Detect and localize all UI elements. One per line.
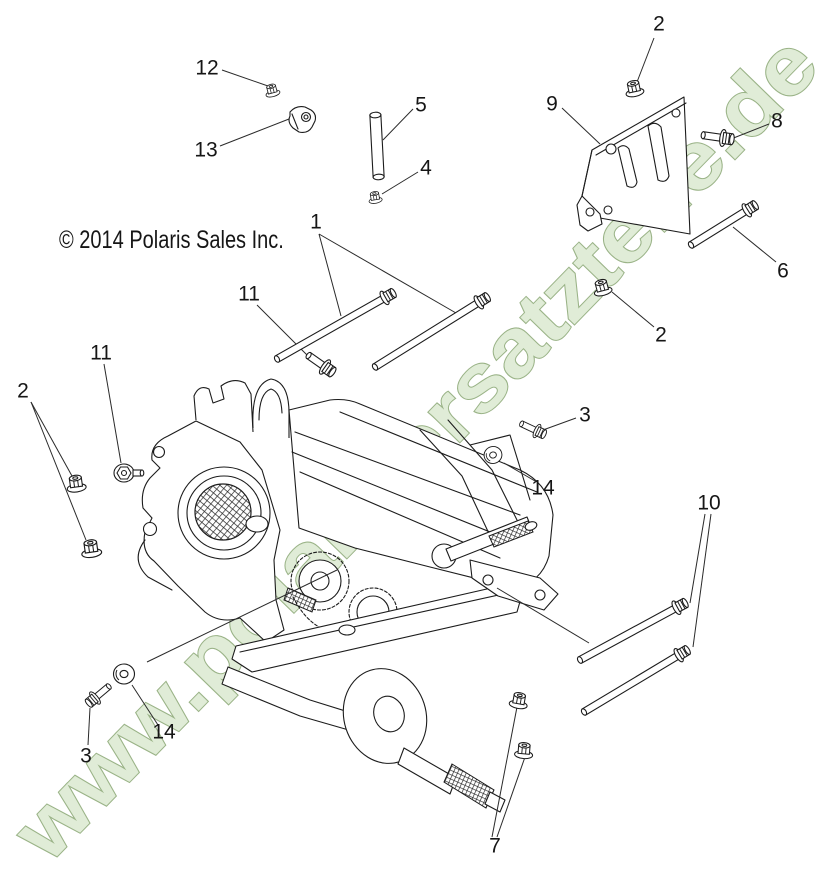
leader-line bbox=[103, 363, 122, 464]
transmission-gearcase-drawing bbox=[137, 378, 559, 813]
leader-line bbox=[30, 401, 73, 477]
flange-nut-4 bbox=[368, 191, 383, 204]
leader-line bbox=[491, 706, 518, 838]
copyright-text: © 2014 Polaris Sales Inc. bbox=[59, 226, 284, 254]
flange-bolt-8 bbox=[700, 129, 735, 147]
callout-9: 9 bbox=[546, 92, 558, 116]
callout-3: 3 bbox=[579, 403, 591, 427]
callout-2: 2 bbox=[655, 323, 667, 347]
flange-nut-7 bbox=[514, 742, 534, 760]
callout-12: 12 bbox=[195, 56, 219, 80]
flange-nut-2 bbox=[81, 539, 103, 559]
leader-line bbox=[221, 69, 269, 87]
long-bolt-10 bbox=[576, 597, 689, 664]
callout-10: 10 bbox=[697, 491, 721, 515]
leader-line bbox=[496, 756, 526, 838]
callout-13: 13 bbox=[194, 138, 218, 162]
leader-line bbox=[381, 171, 419, 195]
callout-14: 14 bbox=[152, 720, 176, 744]
callout-14: 14 bbox=[531, 476, 555, 500]
hardware-parts bbox=[66, 79, 759, 760]
flange-bolt-3 bbox=[519, 420, 548, 440]
callout-4: 4 bbox=[420, 156, 432, 180]
flange-bolt-3 bbox=[84, 683, 112, 708]
leader-line bbox=[732, 226, 777, 263]
leader-line bbox=[219, 118, 290, 147]
leader-lines bbox=[30, 37, 777, 838]
washer-14 bbox=[112, 663, 136, 685]
leader-line bbox=[503, 462, 536, 482]
leader-line bbox=[382, 108, 414, 141]
flange-bolt-11 bbox=[305, 351, 337, 378]
leader-line bbox=[730, 123, 770, 140]
callout-7: 7 bbox=[489, 834, 501, 858]
assembly-axis-line bbox=[146, 569, 338, 663]
callout-11: 11 bbox=[90, 341, 112, 365]
long-bolt-10 bbox=[580, 644, 691, 716]
leader-line bbox=[318, 233, 457, 314]
callout-5: 5 bbox=[415, 93, 427, 117]
flange-nut-2 bbox=[625, 79, 645, 98]
callout-11: 11 bbox=[238, 282, 260, 306]
flange-nut-7 bbox=[508, 691, 528, 710]
long-bolt-6 bbox=[687, 200, 759, 249]
leader-line bbox=[611, 291, 655, 328]
leader-line bbox=[542, 417, 577, 431]
long-bolt-1 bbox=[273, 287, 397, 363]
long-bolt-1 bbox=[371, 292, 491, 371]
flange-nut-12 bbox=[265, 83, 281, 98]
flange-nut-2 bbox=[66, 474, 87, 493]
leader-line bbox=[318, 233, 342, 317]
assembly-axis-line bbox=[496, 587, 590, 644]
callout-6: 6 bbox=[777, 259, 789, 283]
washer-14 bbox=[483, 446, 503, 464]
leader-line bbox=[636, 37, 655, 83]
leader-line bbox=[87, 707, 91, 746]
callout-1: 1 bbox=[310, 210, 322, 234]
callout-2: 2 bbox=[17, 379, 29, 403]
leader-line bbox=[692, 513, 712, 648]
leader-line bbox=[689, 513, 706, 604]
leader-line bbox=[131, 684, 159, 726]
callout-2: 2 bbox=[653, 12, 665, 36]
flange-nut-2 bbox=[593, 278, 613, 297]
callout-8: 8 bbox=[771, 109, 783, 133]
cable-clamp bbox=[288, 106, 317, 133]
pin-5 bbox=[369, 111, 385, 181]
leader-line bbox=[30, 401, 87, 541]
callout-3: 3 bbox=[80, 744, 92, 768]
leader-line bbox=[561, 107, 601, 145]
flange-bolt-front-11 bbox=[113, 463, 145, 483]
engine-mount-bracket bbox=[576, 96, 691, 235]
